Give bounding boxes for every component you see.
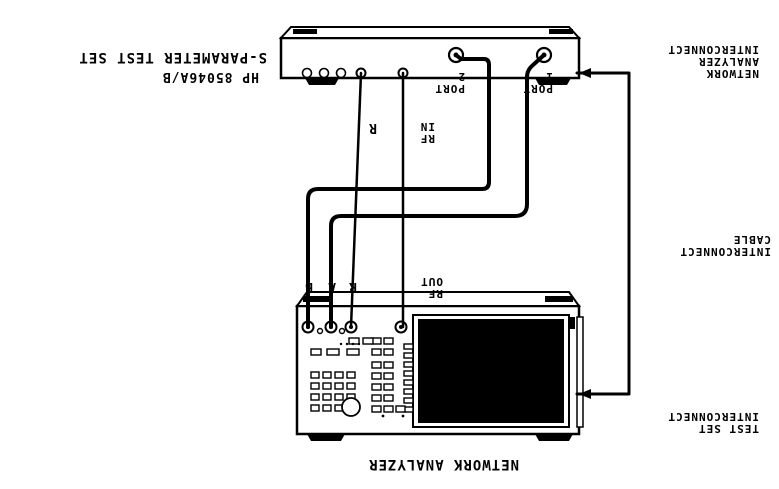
interconnect-cable-label: INTERCONNECT CABLE: [679, 233, 771, 258]
network-analyzer-interconnect-label: NETWORK ANALYZER INTERCONNECT: [667, 43, 759, 80]
interconnect-cable: [575, 71, 631, 396]
analyzer-a-label: A: [327, 279, 336, 294]
test-set-model: HP 85046A/B: [161, 69, 259, 84]
network-analyzer-unit: [295, 291, 584, 441]
rotary-knob: [341, 397, 361, 417]
rf-in-label: RF IN: [419, 120, 435, 145]
analyzer-r-label: R: [348, 279, 357, 294]
test-set-r-label: R: [368, 120, 377, 135]
test-set-interconnect-label: TEST SET INTERCONNECT: [667, 410, 759, 435]
rf-out-label: RF OUT: [420, 275, 443, 300]
cable-port2-to-b: [306, 53, 491, 329]
cables: [306, 53, 631, 396]
port-1-label: PORT 1: [522, 70, 554, 95]
port-2-label: PORT 2: [434, 70, 466, 95]
cable-port1-to-a: [329, 53, 546, 329]
network-analyzer-title: NETWORK ANALYZER: [368, 456, 519, 472]
cable-r-to-r: [349, 71, 363, 329]
test-set-title: S-PARAMETER TEST SET: [78, 49, 267, 65]
interconnect-arrows: [579, 68, 591, 399]
analyzer-b-label: B: [304, 279, 313, 294]
analyzer-screen: [418, 319, 564, 423]
